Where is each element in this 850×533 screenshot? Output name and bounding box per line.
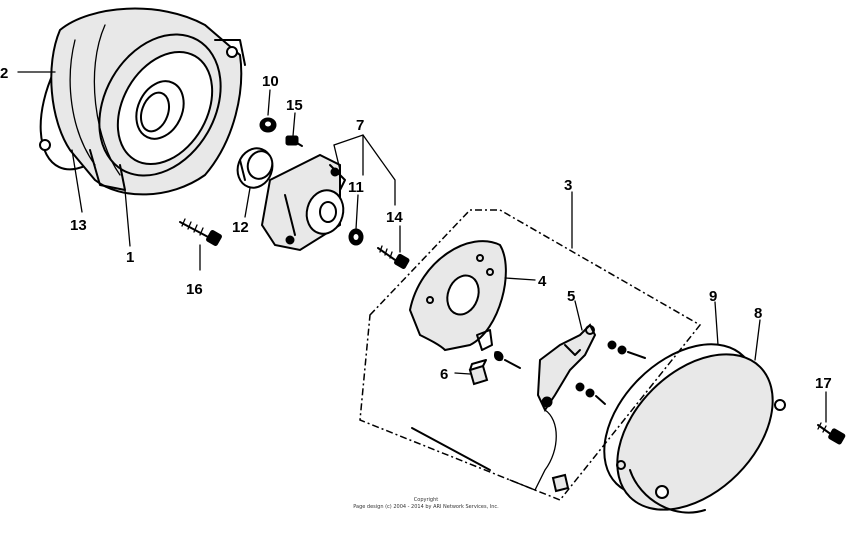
page-design-credit: Page design (c) 2004 - 2014 by ARI Netwo… (353, 504, 499, 510)
governor-plate-part (260, 153, 346, 252)
nut-part (259, 117, 277, 133)
base-plate-part (408, 240, 507, 352)
label-part-14: 14 (386, 209, 403, 226)
label-part-16: 16 (186, 281, 203, 298)
oil-seal-part (236, 147, 274, 189)
contact-points-part (536, 323, 597, 413)
label-part-1: 1 (126, 249, 134, 266)
bolt-16-part (179, 218, 222, 246)
bolt-14-part (377, 245, 410, 269)
condenser-part (468, 359, 489, 386)
label-part-4: 4 (538, 273, 547, 290)
label-part-12: 12 (232, 219, 249, 236)
leader-lines (17, 71, 827, 423)
label-part-8: 8 (754, 305, 762, 322)
contact-breaker-assembly-outline (359, 209, 702, 501)
label-part-10: 10 (262, 73, 279, 90)
lead-wire-part (411, 409, 570, 493)
point-screws-part (575, 340, 646, 405)
label-part-2: 2 (0, 65, 8, 82)
point-cover-part (616, 353, 786, 514)
label-part-11: 11 (348, 179, 364, 196)
cover-screw-part (817, 422, 846, 445)
label-part-15: 15 (286, 97, 303, 114)
flywheel-housing-part (39, 7, 246, 196)
label-part-7: 7 (356, 117, 364, 134)
clip-part (476, 329, 521, 369)
label-part-13: 13 (70, 217, 87, 234)
label-part-3: 3 (564, 177, 572, 194)
label-part-6: 6 (440, 366, 448, 383)
small-screw-part (285, 135, 303, 147)
label-part-9: 9 (709, 288, 717, 305)
washer-part (348, 228, 364, 246)
copyright-line: Copyright (413, 497, 439, 503)
label-part-5: 5 (567, 288, 575, 305)
label-part-17: 17 (815, 375, 832, 392)
copyright-footer: Copyright Page design (c) 2004 - 2014 by… (336, 497, 516, 511)
